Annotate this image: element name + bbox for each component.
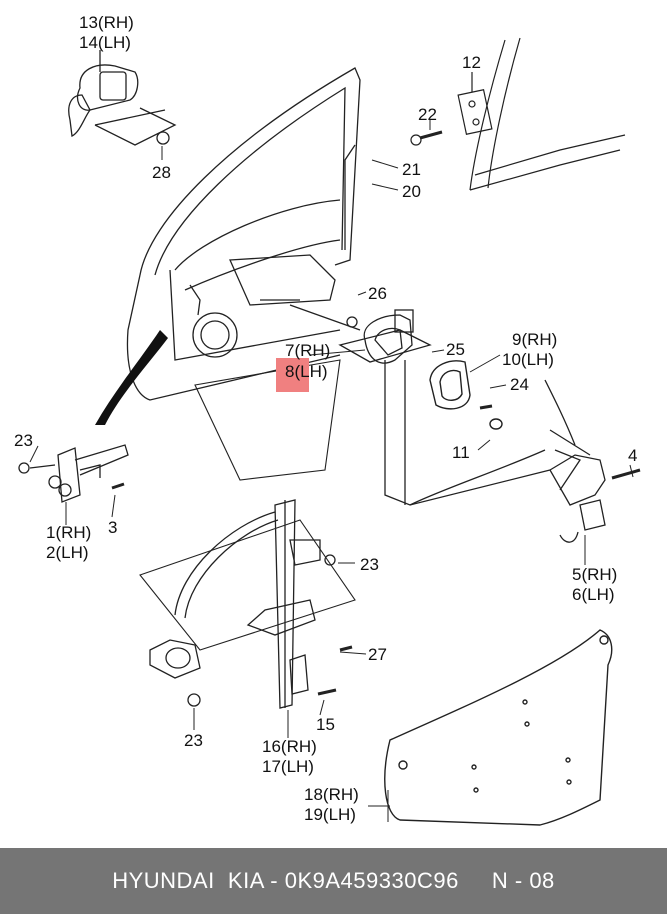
callout-12: 12	[462, 53, 481, 72]
callout-6: 6(LH)	[572, 585, 615, 604]
highlight-box	[276, 358, 309, 392]
door-trim-panel	[384, 629, 613, 826]
callout-5: 5(RH)	[572, 565, 617, 584]
callout-7: 7(RH)	[285, 341, 330, 360]
hinge-and-pillar	[410, 37, 626, 191]
callout-11: 11	[452, 443, 470, 462]
callout-24: 24	[510, 375, 529, 394]
footer-bar: HYUNDAI KIA - 0K9A459330C96 N - 08	[0, 848, 667, 914]
callout-8: 8(LH)	[285, 362, 328, 381]
callout-19: 19(LH)	[304, 805, 356, 824]
callout-23-c: 23	[184, 731, 203, 750]
footer-part-number: HYUNDAI KIA - 0K9A459330C96	[112, 868, 459, 893]
door-checker-part	[18, 444, 129, 503]
callout-23-a: 23	[14, 431, 33, 450]
inside-handle-part	[338, 309, 551, 506]
callout-27: 27	[368, 645, 387, 664]
callout-22: 22	[418, 105, 437, 124]
outside-handle-part	[68, 50, 177, 146]
reference-planes	[139, 359, 356, 651]
callout-2: 2(LH)	[46, 543, 89, 562]
callout-28: 28	[152, 163, 171, 182]
callout-16: 16(RH)	[262, 737, 317, 756]
footer-page-code: N - 08	[491, 868, 555, 893]
leader-lines	[29, 120, 634, 822]
callout-10: 10(LH)	[502, 350, 554, 369]
window-regulator-part	[149, 499, 353, 709]
callout-14: 14(LH)	[79, 33, 131, 52]
callout-26: 26	[368, 284, 387, 303]
footer-gap	[459, 868, 492, 894]
callout-3: 3	[108, 518, 117, 537]
callout-13: 13(RH)	[79, 13, 134, 32]
callout-labels: 13(RH) 14(LH) 28 12 22 21 20 26 7(RH) 8(…	[14, 13, 637, 824]
inside-handle-bezel	[429, 360, 503, 430]
callout-23-b: 23	[360, 555, 379, 574]
callout-20: 20	[402, 182, 421, 201]
callout-1: 1(RH)	[46, 523, 91, 542]
door-latch-part	[544, 379, 641, 543]
callout-18: 18(RH)	[304, 785, 359, 804]
door-parts-diagram: 13(RH) 14(LH) 28 12 22 21 20 26 7(RH) 8(…	[14, 13, 641, 826]
callout-17: 17(LH)	[262, 757, 314, 776]
callout-25: 25	[446, 340, 465, 359]
wiring-harness	[95, 330, 168, 425]
callout-21: 21	[402, 160, 421, 179]
callout-15: 15	[316, 715, 335, 734]
callout-9: 9(RH)	[512, 330, 557, 349]
callout-4: 4	[628, 446, 637, 465]
